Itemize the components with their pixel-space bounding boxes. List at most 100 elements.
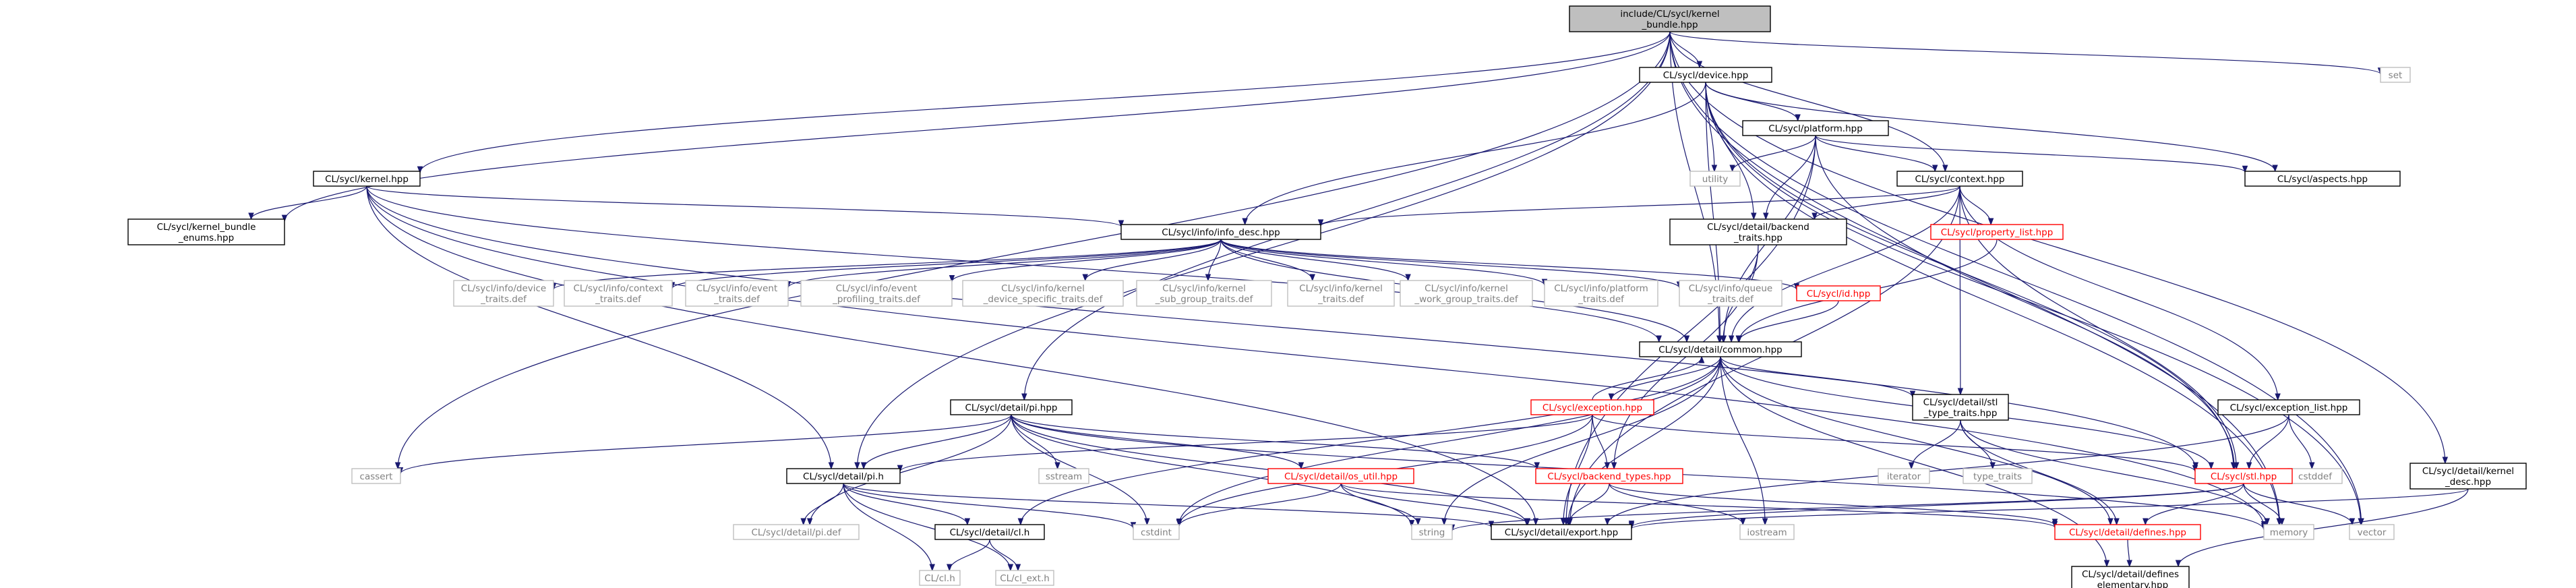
edge-common-to-exception xyxy=(1608,356,1721,401)
node-label: CL/sycl/info/event xyxy=(696,283,778,294)
node-label: utility xyxy=(1702,174,1728,185)
edge-root-to-cassert xyxy=(394,31,1671,470)
node-pi_h[interactable]: CL/sycl/detail/pi.h xyxy=(786,468,901,484)
edge-stlhpp-to-export xyxy=(1628,483,2244,528)
edge-platform-to-utility xyxy=(1729,135,1816,173)
edge-device-to-platform xyxy=(1705,82,1801,122)
node-evproftraits: CL/sycl/info/event_profiling_traits.def xyxy=(800,280,953,307)
edge-kernel-to-pi_h xyxy=(366,185,835,470)
node-label: CL/sycl/detail/pi.h xyxy=(803,471,884,482)
node-qtraits: CL/sycl/info/queue_traits.def xyxy=(1679,280,1783,307)
node-label: iostream xyxy=(1747,527,1787,538)
node-label: CL/sycl/info/kernel xyxy=(1162,283,1246,294)
edge-root-to-pi_hpp xyxy=(1021,31,1671,401)
node-platform[interactable]: CL/sycl/platform.hpp xyxy=(1742,120,1889,136)
node-export[interactable]: CL/sycl/detail/export.hpp xyxy=(1491,524,1632,540)
edge-exception-to-backtypes xyxy=(1592,414,1611,470)
file-nodes: include/CL/sycl/kernel_bundle.hppCL/sycl… xyxy=(127,5,2527,588)
node-cassert: cassert xyxy=(351,468,401,484)
node-exception[interactable]: CL/sycl/exception.hpp xyxy=(1530,399,1654,415)
node-label: CL/sycl/detail/defines.hpp xyxy=(2069,527,2186,538)
edge-exclist-to-cstddef xyxy=(2288,414,2315,470)
node-memory: memory xyxy=(2263,524,2314,540)
edge-kernel-to-common xyxy=(366,185,1662,343)
node-device[interactable]: CL/sycl/device.hpp xyxy=(1639,67,1772,83)
node-label: CL/cl_ext.h xyxy=(1000,573,1050,584)
node-defines[interactable]: CL/sycl/detail/defines.hpp xyxy=(2054,524,2201,540)
node-backtraits[interactable]: CL/sycl/detail/backend_traits.hpp xyxy=(1669,218,1847,245)
node-label: _sub_group_traits.def xyxy=(1155,294,1254,305)
edge-device-to-infodesc xyxy=(1242,82,1706,226)
edge-platform-to-context xyxy=(1815,135,1938,173)
node-label: CL/sycl/info/kernel xyxy=(1299,283,1383,294)
node-label: _enums.hpp xyxy=(178,233,234,243)
node-idhpp[interactable]: CL/sycl/id.hpp xyxy=(1796,285,1881,301)
node-osutil[interactable]: CL/sycl/detail/os_util.hpp xyxy=(1267,468,1414,484)
edge-osutil-to-string xyxy=(1340,483,1421,526)
node-label: set xyxy=(2389,70,2403,81)
node-clh_detail[interactable]: CL/sycl/detail/cl.h xyxy=(934,524,1045,540)
edge-stltt-to-typetraits xyxy=(1960,419,1996,470)
node-iostream: iostream xyxy=(1739,524,1795,540)
edge-root-to-kernel xyxy=(417,31,1671,174)
node-label: CL/sycl/info/platform xyxy=(1554,283,1648,294)
node-label: CL/sycl/backend_types.hpp xyxy=(1547,471,1671,482)
edge-pi_hpp-to-cassert xyxy=(397,414,1012,475)
node-utility: utility xyxy=(1689,171,1741,187)
edge-pi_h-to-clh_detail xyxy=(843,483,971,526)
node-kbenums[interactable]: CL/sycl/kernel_bundle_enums.hpp xyxy=(127,218,285,245)
edge-infodesc-to-evproftraits xyxy=(949,239,1222,283)
node-label: include/CL/sycl/kernel xyxy=(1620,9,1719,20)
node-label: CL/sycl/info/queue xyxy=(1689,283,1772,294)
node-clext: CL/cl_ext.h xyxy=(995,570,1054,586)
node-kernel[interactable]: CL/sycl/kernel.hpp xyxy=(313,171,421,187)
node-label: _traits.def xyxy=(713,294,760,305)
node-label: CL/sycl/info/kernel xyxy=(1425,283,1508,294)
edge-context-to-backtraits xyxy=(1811,185,1960,220)
node-evtraits: CL/sycl/info/event_traits.def xyxy=(685,280,789,307)
node-label: CL/sycl/context.hpp xyxy=(1915,174,2004,185)
node-label: CL/sycl/aspects.hpp xyxy=(2277,174,2368,185)
node-label: CL/sycl/detail/common.hpp xyxy=(1658,345,1783,355)
node-stlhpp[interactable]: CL/sycl/stl.hpp xyxy=(2194,468,2293,484)
node-string: string xyxy=(1411,524,1453,540)
node-label: _bundle.hpp xyxy=(1641,20,1698,30)
node-label: iterator xyxy=(1887,471,1921,482)
edge-common-to-string xyxy=(1441,356,1721,526)
node-backtypes[interactable]: CL/sycl/backend_types.hpp xyxy=(1535,468,1683,484)
node-pi_hpp[interactable]: CL/sycl/detail/pi.hpp xyxy=(950,399,1073,415)
node-stltt[interactable]: CL/sycl/detail/stl_type_traits.hpp xyxy=(1912,394,2009,421)
node-infodesc[interactable]: CL/sycl/info/info_desc.hpp xyxy=(1120,224,1321,240)
node-label: _traits.def xyxy=(480,294,527,305)
edge-stltt-to-defines xyxy=(1960,419,2120,526)
edge-stlhpp-to-vector xyxy=(2243,483,2356,526)
node-defelem[interactable]: CL/sycl/detail/defines_elementary.hpp xyxy=(2071,566,2190,588)
edge-backtypes-to-defines xyxy=(1609,483,2058,527)
node-label: _traits.def xyxy=(1317,294,1365,305)
node-label: CL/sycl/info/device xyxy=(461,283,546,294)
edge-root-to-kbenums xyxy=(281,31,1671,223)
edge-infodesc-to-ktraits xyxy=(1220,239,1315,282)
edge-pi_hpp-to-sstream xyxy=(1011,414,1060,470)
node-ctxtraits: CL/sycl/info/context_traits.def xyxy=(564,280,673,307)
node-cstddef: cstddef xyxy=(2287,468,2343,484)
node-context[interactable]: CL/sycl/context.hpp xyxy=(1896,171,2023,187)
node-label: CL/sycl/info/kernel xyxy=(1001,283,1085,294)
node-label: CL/sycl/detail/cl.h xyxy=(950,527,1030,538)
node-exclist[interactable]: CL/sycl/exception_list.hpp xyxy=(2217,399,2360,415)
node-kdesc[interactable]: CL/sycl/detail/kernel_desc.hpp xyxy=(2409,463,2527,490)
edge-device-to-aspects xyxy=(1705,82,2278,173)
node-ktraits: CL/sycl/info/kernel_traits.def xyxy=(1287,280,1395,307)
edge-pi_h-to-clext xyxy=(843,483,1014,572)
node-common[interactable]: CL/sycl/detail/common.hpp xyxy=(1639,341,1802,357)
edge-infodesc-to-ksubgroup xyxy=(1205,239,1222,282)
node-label: CL/sycl/info/info_desc.hpp xyxy=(1162,227,1280,238)
edge-exception-to-common xyxy=(1592,355,1705,401)
node-root[interactable]: include/CL/sycl/kernel_bundle.hpp xyxy=(1569,5,1771,32)
edge-kdesc-to-defelem xyxy=(2175,488,2469,568)
node-proplist[interactable]: CL/sycl/property_list.hpp xyxy=(1930,224,2064,240)
node-iterator: iterator xyxy=(1878,468,1930,484)
node-kdevspec: CL/sycl/info/kernel_device_specific_trai… xyxy=(962,280,1124,307)
node-aspects[interactable]: CL/sycl/aspects.hpp xyxy=(2244,171,2401,187)
